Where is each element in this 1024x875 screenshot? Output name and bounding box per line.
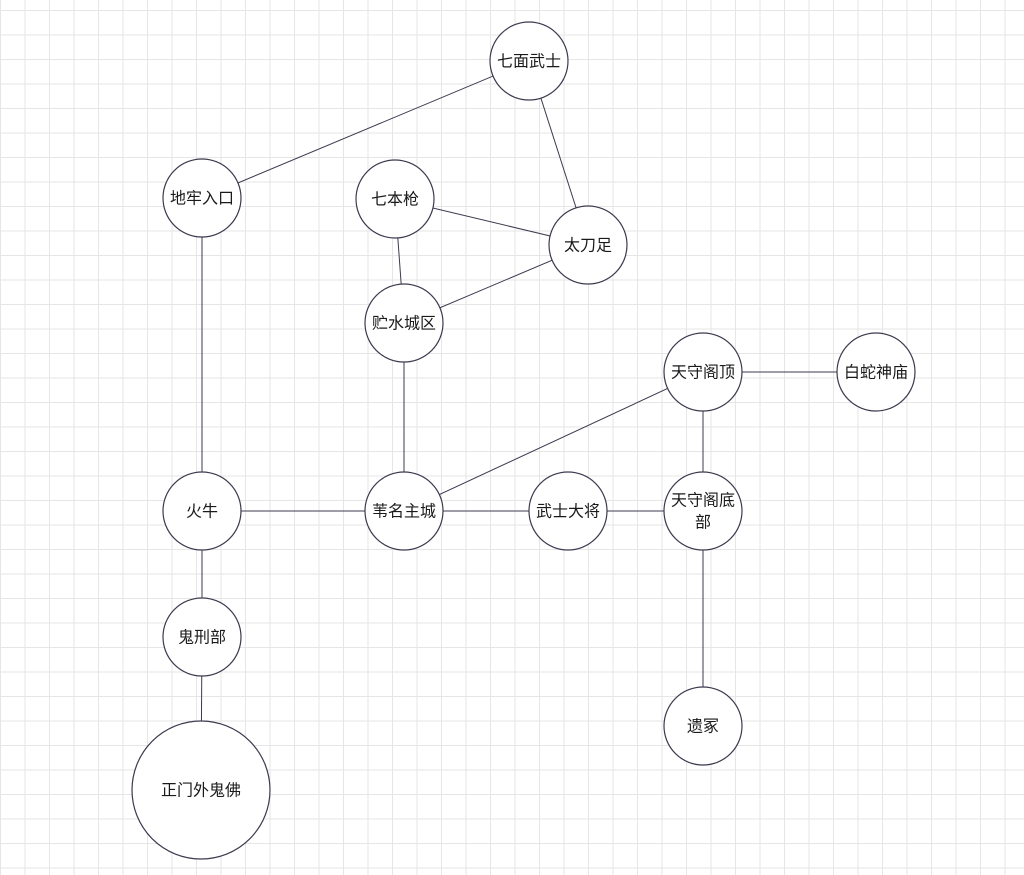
node-label: 白蛇神庙 [844, 363, 908, 382]
node-baishe[interactable]: 白蛇神庙 [836, 332, 916, 412]
node-circle[interactable] [663, 471, 743, 551]
node-circle[interactable] [489, 21, 569, 101]
node-label: 贮水城区 [372, 314, 436, 333]
node-circle[interactable] [836, 332, 916, 412]
node-circle[interactable] [131, 720, 271, 860]
node-yizhong[interactable]: 遗冢 [663, 686, 743, 766]
node-circle[interactable] [548, 205, 628, 285]
edges-layer [200, 60, 876, 791]
node-qimian[interactable]: 七面武士 [489, 21, 569, 101]
node-circle[interactable] [663, 332, 743, 412]
node-label: 苇名主城 [372, 502, 436, 521]
edge-weiming-tianding [403, 371, 704, 512]
node-label: 天守阁底 [671, 491, 735, 510]
edge-dilao-qimian [201, 60, 530, 199]
node-label: 地牢入口 [170, 189, 234, 208]
node-label: 鬼刑部 [178, 628, 226, 647]
node-circle[interactable] [162, 158, 242, 238]
node-label: 部 [695, 513, 711, 532]
node-label: 遗冢 [687, 717, 719, 736]
node-circle[interactable] [528, 471, 608, 551]
node-qiben[interactable]: 七本枪 [355, 159, 435, 239]
node-guixing[interactable]: 鬼刑部 [162, 597, 242, 677]
node-label: 武士大将 [536, 502, 600, 521]
node-label: 太刀足 [564, 236, 612, 255]
node-label: 火牛 [186, 502, 218, 521]
node-label: 七本枪 [371, 190, 419, 209]
node-label: 七面武士 [497, 52, 561, 71]
node-weiming[interactable]: 苇名主城 [364, 471, 444, 551]
node-taidao[interactable]: 太刀足 [548, 205, 628, 285]
node-tianding[interactable]: 天守阁顶 [663, 332, 743, 412]
node-circle[interactable] [162, 471, 242, 551]
node-zhengmen[interactable]: 正门外鬼佛 [131, 720, 271, 860]
node-label: 正门外鬼佛 [161, 781, 241, 800]
node-circle[interactable] [364, 471, 444, 551]
node-zhushui[interactable]: 贮水城区 [364, 283, 444, 363]
node-label: 天守阁顶 [671, 363, 735, 382]
node-huoniu[interactable]: 火牛 [162, 471, 242, 551]
node-circle[interactable] [355, 159, 435, 239]
node-circle[interactable] [663, 686, 743, 766]
node-wushi[interactable]: 武士大将 [528, 471, 608, 551]
node-dilao[interactable]: 地牢入口 [162, 158, 242, 238]
node-circle[interactable] [162, 597, 242, 677]
node-circle[interactable] [364, 283, 444, 363]
